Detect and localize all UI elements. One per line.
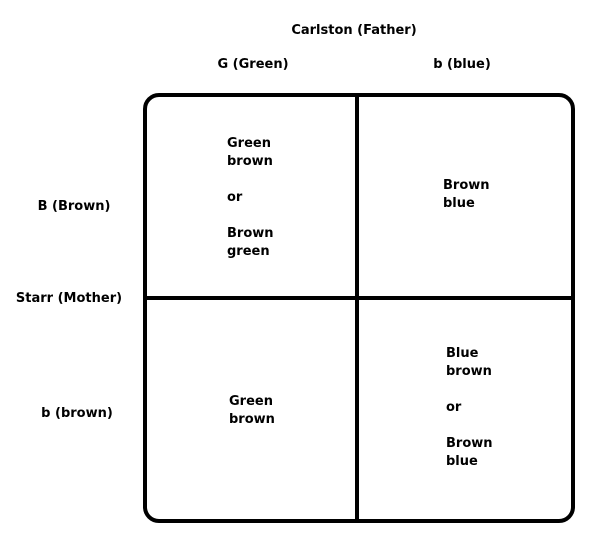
column-header-blue: b (blue)	[433, 57, 491, 72]
cell-bottom-right: Blue brown or Brown blue	[446, 345, 493, 471]
cell-text-line: Brown	[446, 436, 493, 451]
row-header-brown-recessive: b (brown)	[41, 406, 113, 421]
column-header-green: G (Green)	[217, 57, 289, 72]
cell-bottom-left: Green brown	[229, 393, 275, 429]
father-label: Carlston (Father)	[291, 23, 417, 38]
cell-text-line: Brown	[443, 178, 490, 193]
cell-text-or: or	[227, 190, 243, 205]
cell-text-line: Blue	[446, 346, 479, 361]
cell-top-right: Brown blue	[443, 177, 490, 213]
mother-label: Starr (Mother)	[15, 291, 123, 306]
cell-text-line: brown	[446, 364, 492, 379]
grid-vertical-divider	[355, 93, 359, 523]
cell-text-line: brown	[229, 412, 275, 427]
grid-horizontal-divider	[143, 296, 575, 300]
row-header-brown-dominant: B (Brown)	[37, 199, 111, 214]
cell-text-line: Brown	[227, 226, 274, 241]
cell-text-line: Green	[229, 394, 273, 409]
cell-top-left: Green brown or Brown green	[227, 135, 274, 261]
cell-text-line: green	[227, 244, 270, 259]
cell-text-line: brown	[227, 154, 273, 169]
cell-text-line: blue	[446, 454, 478, 469]
cell-text-or: or	[446, 400, 462, 415]
punnett-square	[143, 93, 575, 523]
cell-text-line: blue	[443, 196, 475, 211]
cell-text-line: Green	[227, 136, 271, 151]
